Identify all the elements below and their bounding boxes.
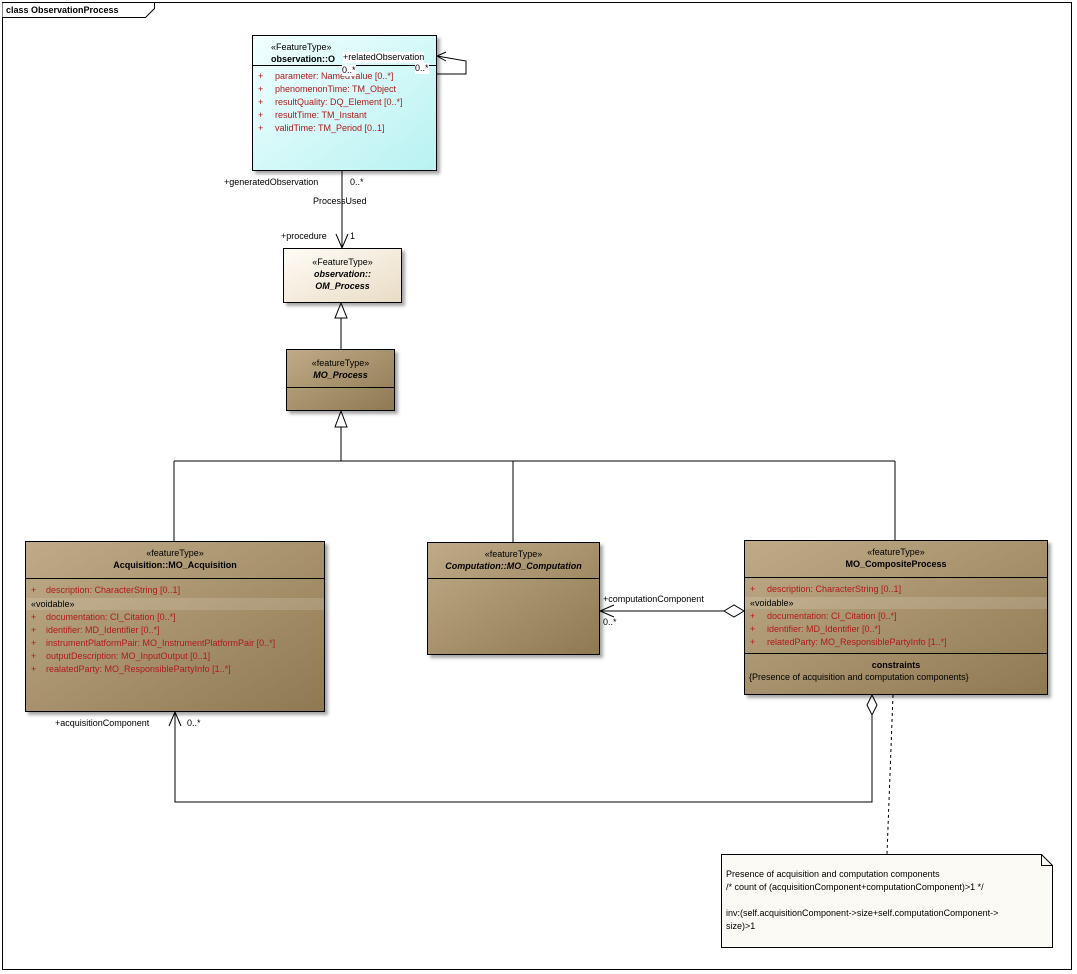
acquisition-component-role: +acquisitionComponent: [55, 718, 150, 728]
om-observation-attributes: +parameter: NamedValue [0..*] +phenomeno…: [253, 66, 436, 137]
mo-composite-name: MO_CompositeProcess: [845, 559, 947, 569]
mo-acquisition-attribute[interactable]: +documentation: CI_Citation [0..*]: [31, 612, 176, 622]
mo-acquisition-attributes: +description: CharacterString [0..1] «vo…: [26, 579, 324, 678]
generated-observation-multiplicity: 0..*: [350, 177, 364, 187]
related-observation-role: +relatedObservation: [343, 52, 425, 63]
om-observation-stereotype: «FeatureType»: [271, 42, 332, 52]
om-observation-attribute[interactable]: +parameter: NamedValue [0..*]: [258, 71, 394, 81]
note-line: size)>1: [726, 921, 756, 931]
mo-computation-class[interactable]: «featureType» Computation::MO_Computatio…: [427, 542, 600, 655]
procedure-role: +procedure: [281, 231, 327, 241]
related-observation-association[interactable]: [436, 55, 467, 75]
related-observation-arrowhead: [435, 51, 447, 62]
om-observation-attribute[interactable]: +resultQuality: DQ_Element [0..*]: [258, 97, 403, 107]
acquisition-component-arrowhead: [168, 710, 182, 727]
constraint-text: {Presence of acquisition and computation…: [749, 672, 969, 682]
mo-composite-voidable-section: «voidable»: [745, 597, 1047, 609]
procedure-multiplicity: 1: [350, 231, 356, 241]
note-line: inv:(self.acquisitionComponent->size+sel…: [726, 908, 999, 918]
acquisition-component-association[interactable]: [174, 712, 873, 803]
om-observation-name: observation::O: [271, 54, 336, 64]
mo-process-class[interactable]: «featureType» MO_Process: [286, 349, 395, 411]
computation-component-role: +computationComponent: [603, 594, 704, 604]
om-process-stereotype: «FeatureType»: [312, 257, 373, 267]
mo-composite-attribute[interactable]: +documentation: CI_Citation [0..*]: [750, 611, 897, 621]
computation-aggregation-diamond: [723, 604, 745, 618]
mo-acquisition-voidable-section: «voidable»: [26, 598, 324, 610]
mo-acquisition-stereotype: «featureType»: [146, 548, 204, 558]
constraint-note[interactable]: Presence of acquisition and computation …: [721, 854, 1053, 948]
constraints-heading: constraints: [871, 660, 921, 670]
mo-acquisition-attribute[interactable]: +description: CharacterString [0..1]: [31, 585, 181, 595]
related-observation-multiplicity-right: 0..*: [415, 63, 429, 74]
generalization-triangle-om-process: [334, 301, 348, 319]
mo-computation-stereotype: «featureType»: [484, 549, 543, 559]
generated-observation-role: +generatedObservation: [224, 177, 319, 187]
note-line: /* count of (acquisitionComponent+comput…: [726, 882, 984, 892]
note-anchor: [886, 694, 894, 855]
mo-composite-attribute[interactable]: +relatedParty: MO_ResponsiblePartyInfo […: [750, 637, 947, 647]
computation-component-arrowhead: [598, 604, 615, 618]
mo-computation-name: Computation::MO_Computation: [445, 561, 582, 571]
mo-process-stereotype: «featureType»: [311, 358, 370, 368]
mo-acquisition-class[interactable]: «featureType» Acquisition::MO_Acquisitio…: [25, 541, 325, 712]
mo-composite-attributes: +description: CharacterString [0..1] «vo…: [745, 578, 1047, 653]
note-line: Presence of acquisition and computation …: [726, 869, 940, 879]
computation-component-multiplicity: 0..*: [603, 617, 617, 627]
process-used-label: ProcessUsed: [313, 196, 367, 206]
mo-composite-attribute[interactable]: +description: CharacterString [0..1]: [750, 584, 902, 594]
acquisition-component-multiplicity: 0..*: [187, 718, 201, 728]
om-observation-attribute[interactable]: +validTime: TM_Period [0..1]: [258, 123, 385, 133]
om-observation-attribute[interactable]: +resultTime: TM_Instant: [258, 110, 367, 120]
om-process-class[interactable]: «FeatureType» observation:: OM_Process: [283, 248, 402, 303]
mo-acquisition-attribute[interactable]: +outputDescription: MO_InputOutput [0..1…: [31, 651, 211, 661]
mo-acquisition-attribute[interactable]: +instrumentPlatformPair: MO_InstrumentPl…: [31, 638, 276, 648]
diagram-title: class ObservationProcess: [6, 5, 119, 15]
mo-composite-stereotype: «featureType»: [867, 547, 925, 557]
om-process-namespace: observation::: [313, 269, 371, 279]
mo-acquisition-name: Acquisition::MO_Acquisition: [113, 560, 237, 570]
om-process-name: OM_Process: [315, 281, 370, 291]
mo-process-name: MO_Process: [313, 370, 368, 380]
mo-acquisition-attribute[interactable]: +realatedParty: MO_ResponsiblePartyInfo …: [31, 664, 231, 674]
acquisition-aggregation-diamond: [866, 693, 878, 717]
generalization-triangle-mo-process: [334, 409, 348, 428]
mo-composite-process-class[interactable]: «featureType» MO_CompositeProcess +descr…: [744, 540, 1048, 695]
related-observation-multiplicity-left: 0..*: [342, 65, 356, 76]
om-observation-attribute[interactable]: +phenomenonTime: TM_Object: [258, 84, 397, 94]
mo-acquisition-attribute[interactable]: +identifier: MD_Identifier [0..*]: [31, 625, 160, 635]
mo-composite-attribute[interactable]: +identifier: MD_Identifier [0..*]: [750, 624, 881, 634]
